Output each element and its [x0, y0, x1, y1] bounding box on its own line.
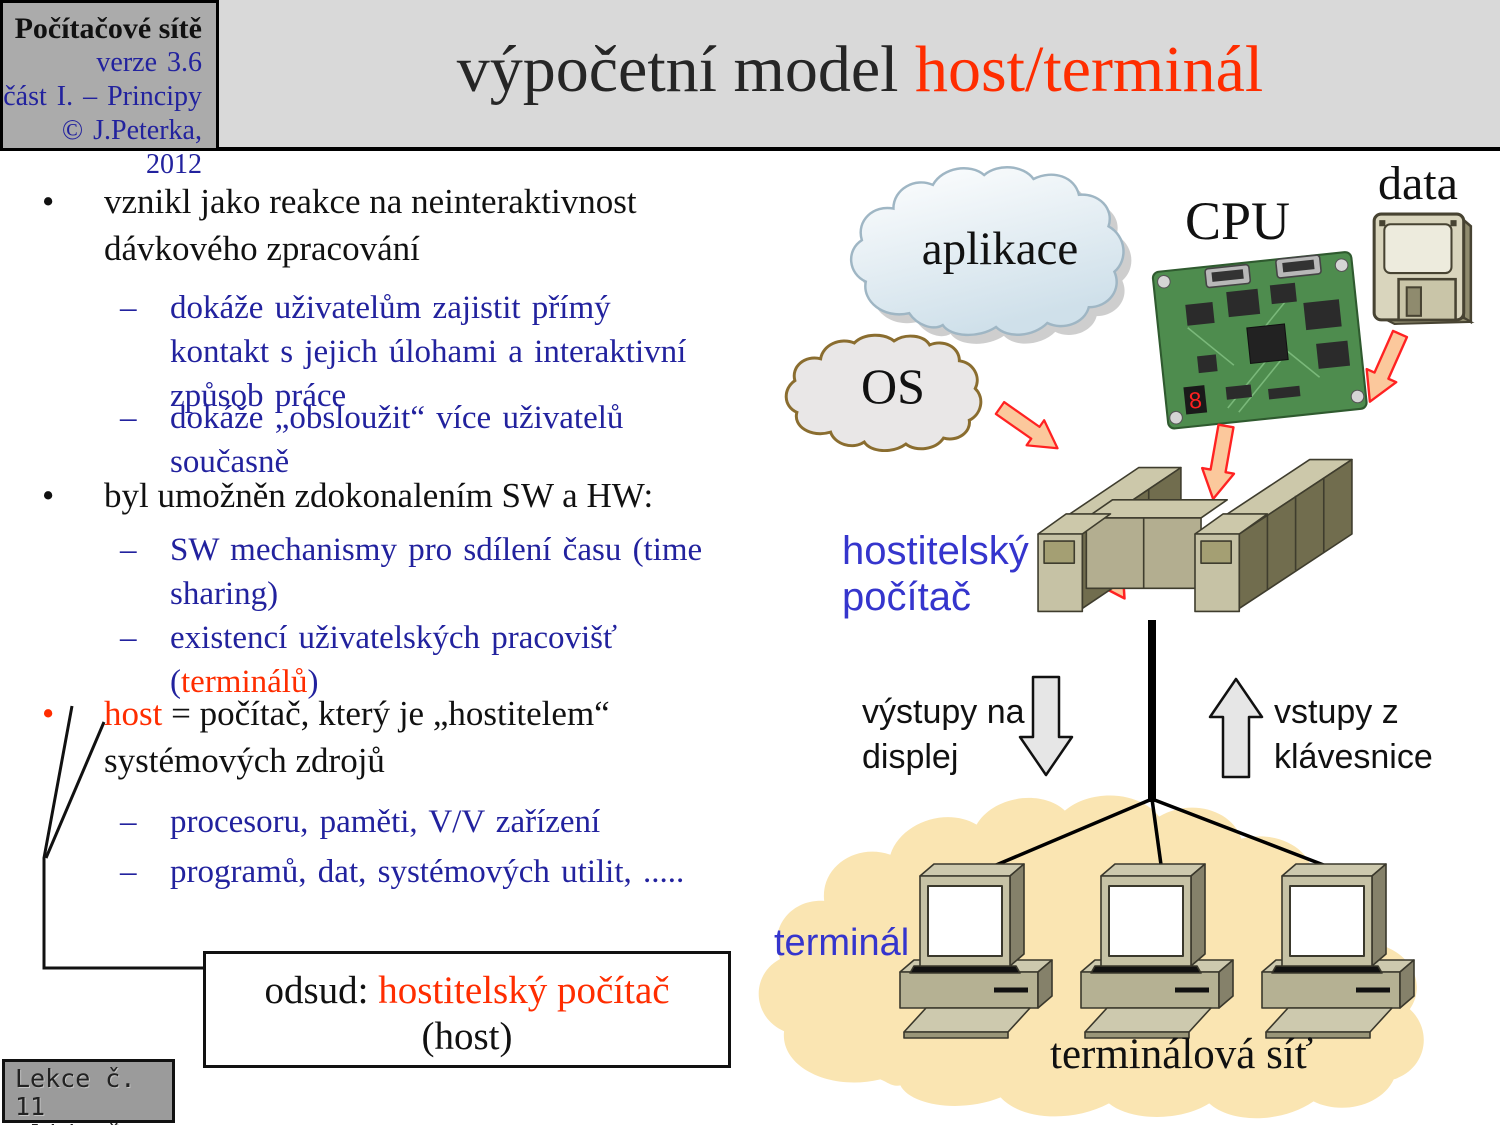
callout-line-2: (host)	[421, 1015, 513, 1058]
data-label: data	[1378, 157, 1458, 210]
output-label-line-2: displej	[862, 738, 959, 776]
floppy-disk-icon	[1372, 212, 1475, 325]
cpu-board-image: 8	[1151, 251, 1368, 430]
sub-bullet-3-line-2: sharing)	[170, 576, 279, 612]
course-name: Počítačové sítě	[14, 12, 202, 45]
host-computer-label: hostitelský počítač	[842, 528, 1029, 620]
sub-bullet-2: – dokáže „obsloužit“ více uživatelů souč…	[120, 396, 623, 484]
bullet-3-line-1: host = počítač, který je „hostitelem“	[104, 690, 610, 737]
host-definition: = počítač, který je „hostitelem“	[162, 694, 610, 733]
course-info-box: Počítačové sítě verze 3.6 část I. – Prin…	[0, 0, 219, 180]
up-block-arrow-icon	[1208, 677, 1264, 779]
aplikace-cloud	[850, 166, 1132, 344]
title-band	[0, 0, 1500, 151]
terminal-illustration-2	[1081, 864, 1233, 1038]
cpu-label: CPU	[1185, 191, 1291, 251]
slide-number: slide č. 7	[15, 1121, 172, 1125]
sub-bullet-2-line-2: současně	[170, 444, 290, 480]
paren-open: (	[170, 664, 181, 700]
sub-bullet-5-line-1: procesoru, paměti, V/V zařízení	[170, 804, 601, 840]
host-label-line-1: hostitelský	[842, 529, 1029, 573]
terminal-network-label: terminálová síť	[1050, 1031, 1314, 1078]
course-copyright: © J.Peterka, 2012	[61, 115, 202, 180]
terminal-label: terminál	[774, 922, 910, 964]
callout-highlight: hostitelský počítač	[378, 969, 670, 1012]
output-label-line-1: výstupy na	[862, 693, 1025, 731]
bullet-2-line-1: byl umožněn zdokonalením SW a HW:	[104, 476, 654, 515]
sub-bullet-2-line-1: dokáže „obsloužit“ více uživatelů	[170, 400, 624, 436]
callout-prefix: odsud:	[264, 969, 379, 1012]
dash-marker: –	[120, 400, 137, 436]
host-computer-illustration	[1037, 458, 1353, 613]
course-part: část I. – Principy	[3, 81, 202, 112]
lesson-info-box: Lekce č. 11 slide č. 7	[2, 1059, 175, 1125]
dash-marker: –	[120, 290, 137, 326]
course-version: verze 3.6	[96, 47, 202, 78]
bullet-marker: •	[42, 476, 55, 515]
host-label-line-2: počítač	[842, 575, 971, 619]
svg-text:8: 8	[1188, 387, 1203, 414]
input-label: vstupy z klávesnice	[1274, 690, 1433, 780]
sub-bullet-1-line-3: způsob práce	[170, 378, 347, 414]
bullet-marker: •	[42, 182, 55, 221]
dash-marker: –	[120, 620, 137, 656]
page-title-black: výpočetní model	[456, 33, 915, 106]
sub-bullet-1-line-2: kontakt s jejich úlohami a interaktivní	[170, 334, 687, 370]
bullet-1-line-1: vznikl jako reakce na neinteraktivnost	[104, 182, 637, 221]
input-label-line-2: klávesnice	[1274, 738, 1433, 776]
lesson-number: Lekce č. 11	[15, 1064, 136, 1121]
input-label-line-1: vstupy z	[1274, 693, 1399, 731]
sub-bullet-1: – dokáže uživatelům zajistit přímý konta…	[120, 286, 686, 418]
sub-bullet-3: – SW mechanismy pro sdílení času (time s…	[120, 528, 702, 616]
host-callout-box: odsud: hostitelský počítač (host)	[203, 951, 731, 1068]
os-label: OS	[861, 358, 925, 414]
paren-close: )	[307, 664, 319, 700]
page-title: výpočetní model host/terminál	[230, 32, 1490, 108]
sub-bullet-4: – existencí uživatelských pracovišť (ter…	[120, 616, 617, 704]
callout-line-1: odsud: hostitelský počítač	[206, 968, 728, 1014]
sub-bullet-4-line-2: (terminálů)	[170, 660, 617, 704]
aplikace-label: aplikace	[921, 223, 1079, 275]
page-title-red: host/terminál	[914, 33, 1264, 106]
terminal-illustration-1	[900, 864, 1052, 1038]
bullet-2: • byl umožněn zdokonalením SW a HW:	[42, 472, 653, 519]
bullet-1-line-2: dávkového zpracování	[104, 229, 420, 268]
terminals-word-red: terminálů	[181, 664, 308, 700]
bullet-1: • vznikl jako reakce na neinteraktivnost…	[42, 178, 637, 272]
os-cloud	[784, 333, 983, 452]
output-label: výstupy na displej	[862, 690, 1025, 780]
sub-bullet-1-line-1: dokáže uživatelům zajistit přímý	[170, 290, 611, 326]
sub-bullet-3-line-1: SW mechanismy pro sdílení času (time	[170, 532, 703, 568]
sub-bullet-6-line-1: programů, dat, systémových utilit, .....	[170, 854, 685, 890]
sub-bullet-4-line-1: existencí uživatelských pracovišť	[170, 620, 618, 656]
terminals-group	[898, 860, 1368, 1042]
down-block-arrow-icon	[1018, 675, 1074, 777]
dash-marker: –	[120, 532, 137, 568]
